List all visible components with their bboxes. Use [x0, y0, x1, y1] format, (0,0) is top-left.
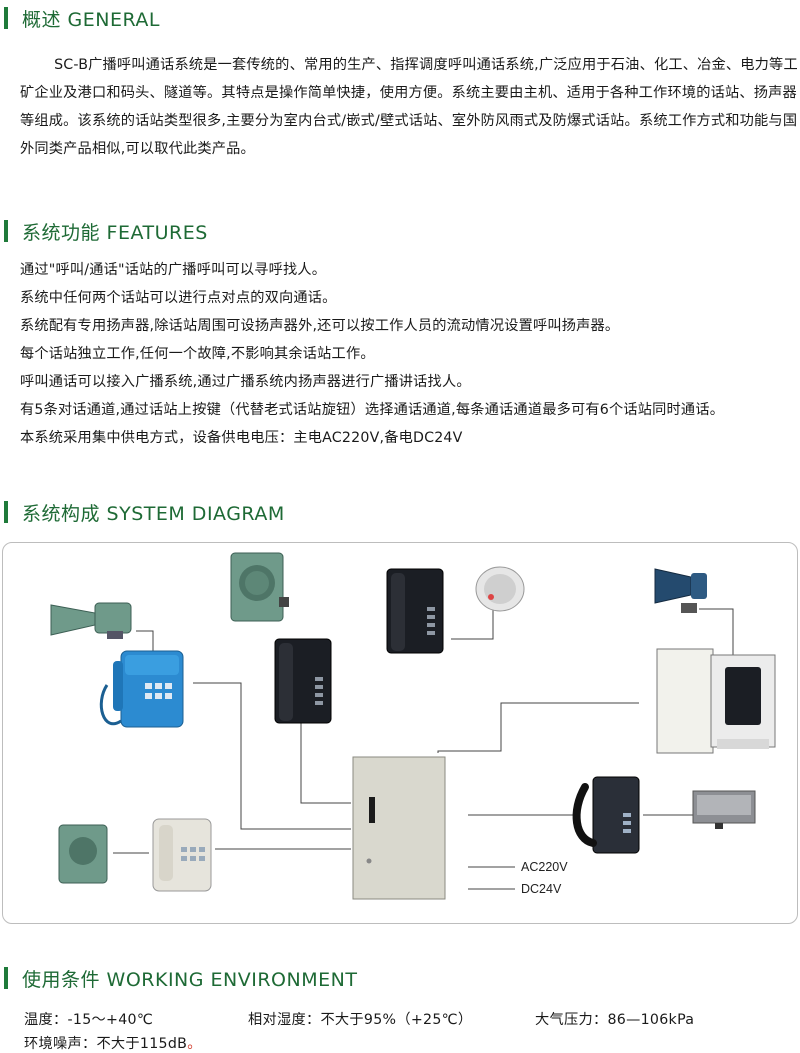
- main-host-cabinet-icon: [352, 756, 446, 900]
- section-header-environment: 使用条件 WORKING ENVIRONMENT: [4, 966, 358, 991]
- feature-item: 本系统采用集中供电方式，设备供电电压：主电AC220V,备电DC24V: [20, 430, 463, 446]
- env-noise-end: 。: [187, 1036, 202, 1052]
- wall-phone-icon: [386, 568, 444, 654]
- section-accent-bar: [4, 501, 8, 523]
- env-temperature: 温度：-15～+40℃: [24, 1012, 154, 1028]
- general-description: SC-B广播呼叫通话系统是一套传统的、常用的生产、指挥调度呼叫通话系统,广泛应用…: [20, 51, 798, 163]
- diagram-canvas: AC220V DC24V: [50, 552, 776, 900]
- explosion-proof-telephone-icon: [99, 650, 184, 728]
- section-accent-bar: [4, 7, 8, 29]
- feature-item: 系统中任何两个话站可以进行点对点的双向通话。: [20, 290, 337, 306]
- feature-item: 系统配有专用扬声器,除话站周围可设扬声器外,还可以按工作人员的流动情况设置呼叫扬…: [20, 318, 620, 334]
- desk-phone-icon: [572, 776, 640, 854]
- section-title-general: 概述 GENERAL: [22, 8, 161, 31]
- section-header-general: 概述 GENERAL: [4, 6, 161, 31]
- horn-speaker-icon: [50, 602, 132, 639]
- general-paragraph: SC-B广播呼叫通话系统是一套传统的、常用的生产、指挥调度呼叫通话系统,广泛应用…: [20, 57, 798, 157]
- section-header-diagram: 系统构成 SYSTEM DIAGRAM: [4, 500, 285, 525]
- section-accent-bar: [4, 220, 8, 242]
- wall-speaker-icon: [58, 824, 108, 884]
- env-humidity: 相对湿度：不大于95%（+25℃）: [248, 1012, 473, 1028]
- desk-phone-icon: [152, 818, 212, 892]
- section-accent-bar: [4, 967, 8, 989]
- ceiling-speaker-icon: [475, 566, 525, 612]
- horn-speaker-icon: [654, 568, 707, 613]
- features-list: 通过"呼叫/通话"话站的广播呼叫可以寻呼找人。 系统中任何两个话站可以进行点对点…: [20, 256, 798, 452]
- wall-phone-icon: [274, 638, 332, 724]
- env-noise-row: 环境噪声：不大于115dB。: [24, 1033, 202, 1053]
- section-header-features: 系统功能 FEATURES: [4, 219, 208, 244]
- connection-lines: [113, 605, 734, 890]
- feature-item: 每个话站独立工作,任何一个故障,不影响其余话站工作。: [20, 346, 375, 362]
- feature-item: 有5条对话通道,通过话站上按键（代替老式话站旋钮）选择通话通道,每条通话通道最多…: [20, 402, 725, 418]
- section-title-features: 系统功能 FEATURES: [22, 221, 208, 244]
- wall-speaker-icon: [230, 552, 289, 622]
- outdoor-phone-cabinet-icon: [656, 648, 776, 754]
- section-title-diagram: 系统构成 SYSTEM DIAGRAM: [22, 502, 285, 525]
- label-dc24v: DC24V: [521, 882, 562, 896]
- feature-item: 呼叫通话可以接入广播系统,通过广播系统内扬声器进行广播讲话找人。: [20, 374, 471, 390]
- env-pressure: 大气压力：86—106kPa: [535, 1012, 695, 1028]
- label-ac220v: AC220V: [521, 860, 568, 874]
- system-diagram: AC220V DC24V: [2, 542, 798, 924]
- env-noise: 环境噪声：不大于115dB: [24, 1036, 188, 1052]
- speaker-box-icon: [692, 790, 756, 829]
- feature-item: 通过"呼叫/通话"话站的广播呼叫可以寻呼找人。: [20, 262, 327, 278]
- section-title-environment: 使用条件 WORKING ENVIRONMENT: [22, 968, 358, 991]
